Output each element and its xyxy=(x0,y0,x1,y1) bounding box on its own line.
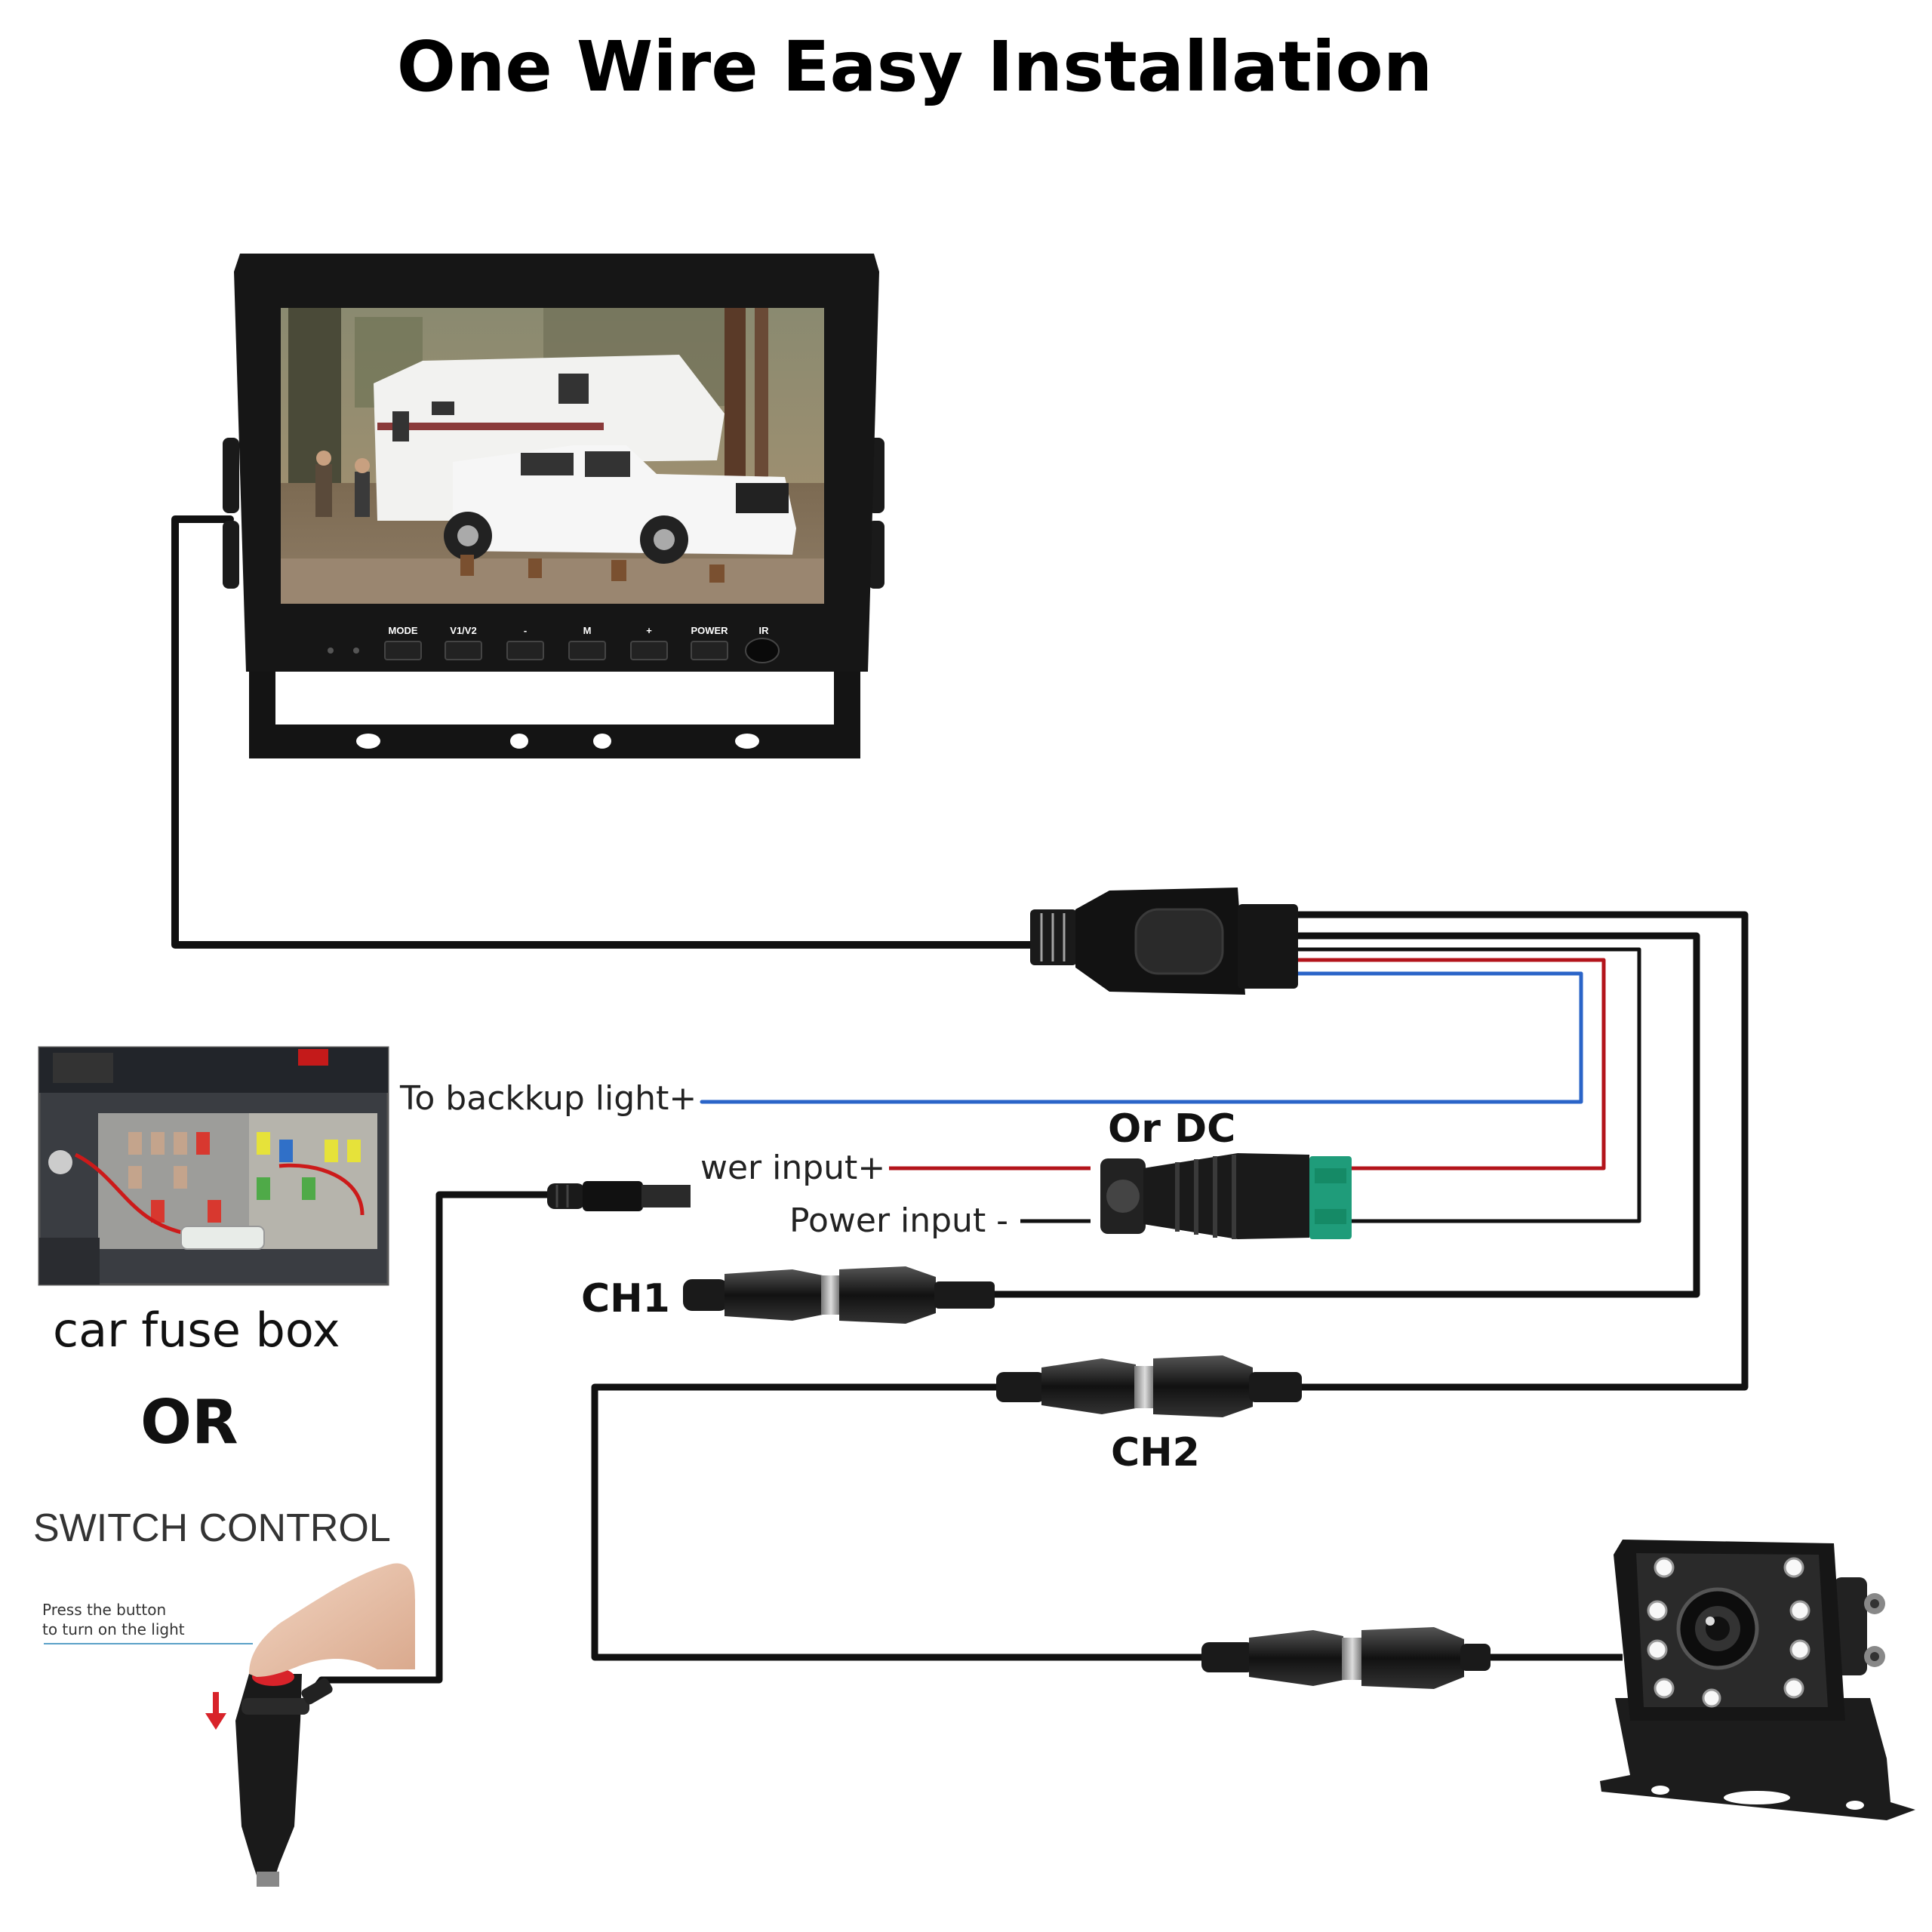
mode-button[interactable] xyxy=(384,641,422,660)
switch-control-label: SWITCH CONTROL xyxy=(33,1506,391,1550)
backup-camera-icon xyxy=(1600,1540,1915,1820)
right-knob-lower xyxy=(868,521,884,589)
splitter-connector xyxy=(1030,888,1298,995)
dc-female-connector xyxy=(1100,1153,1352,1239)
ch2-connector xyxy=(996,1355,1302,1417)
dc-male-plug xyxy=(547,1181,691,1211)
power-input-plus-label: wer input+ xyxy=(700,1149,885,1187)
cord-strain-relief xyxy=(301,1678,333,1705)
camera-connector xyxy=(1201,1627,1491,1689)
or-dc-label: Or DC xyxy=(1108,1106,1235,1152)
btn-label-v1v2: V1/V2 xyxy=(450,625,476,636)
left-knob-lower xyxy=(223,521,239,589)
ch1-wire xyxy=(985,932,1700,1298)
monitor: MODE V1/V2 - M + POWER IR xyxy=(223,254,884,758)
v1v2-button[interactable] xyxy=(445,641,482,660)
btn-label-plus: + xyxy=(646,625,652,636)
car-fuse-box-label: car fuse box xyxy=(53,1303,340,1358)
btn-label-m: M xyxy=(583,625,592,636)
backup-blue-wire xyxy=(700,971,1583,1104)
cigarette-lighter-plug-icon xyxy=(44,1563,415,1887)
ground-wire xyxy=(1292,947,1641,1223)
car-fuse-box-photo xyxy=(38,1046,389,1286)
monitor-cable xyxy=(171,515,1038,949)
monitor-bracket xyxy=(249,664,860,758)
backup-light-label: To backkup light+ xyxy=(399,1079,697,1118)
camera-leds xyxy=(1647,1557,1810,1708)
plus-button[interactable] xyxy=(630,641,668,660)
ir-sensor xyxy=(745,638,780,663)
btn-label-power: POWER xyxy=(691,625,728,636)
camera-cable xyxy=(591,1383,1219,1661)
power-button[interactable] xyxy=(691,641,728,660)
ch1-label: CH1 xyxy=(581,1276,670,1321)
ch1-connector xyxy=(683,1266,995,1324)
finger-icon xyxy=(249,1563,415,1677)
monitor-button-row: MODE V1/V2 - M + POWER IR xyxy=(328,625,780,663)
power-input-minus-label: Power input - xyxy=(789,1201,1008,1240)
or-label: OR xyxy=(140,1387,238,1457)
wiring xyxy=(171,515,1749,1702)
power-red-wire xyxy=(1292,958,1606,1171)
press-button-line1: Press the button xyxy=(42,1601,166,1619)
minus-button[interactable] xyxy=(506,641,544,660)
press-button-line2: to turn on the light xyxy=(42,1620,185,1638)
screen-image xyxy=(281,308,824,604)
m-button[interactable] xyxy=(568,641,606,660)
ch2-label: CH2 xyxy=(1111,1430,1200,1475)
btn-label-minus: - xyxy=(524,625,527,636)
left-knob-upper xyxy=(223,438,239,513)
btn-label-ir: IR xyxy=(759,625,770,636)
btn-label-mode: MODE xyxy=(389,625,418,636)
ch2-wire xyxy=(1291,911,1749,1391)
page-title: One Wire Easy Installation xyxy=(397,26,1433,107)
